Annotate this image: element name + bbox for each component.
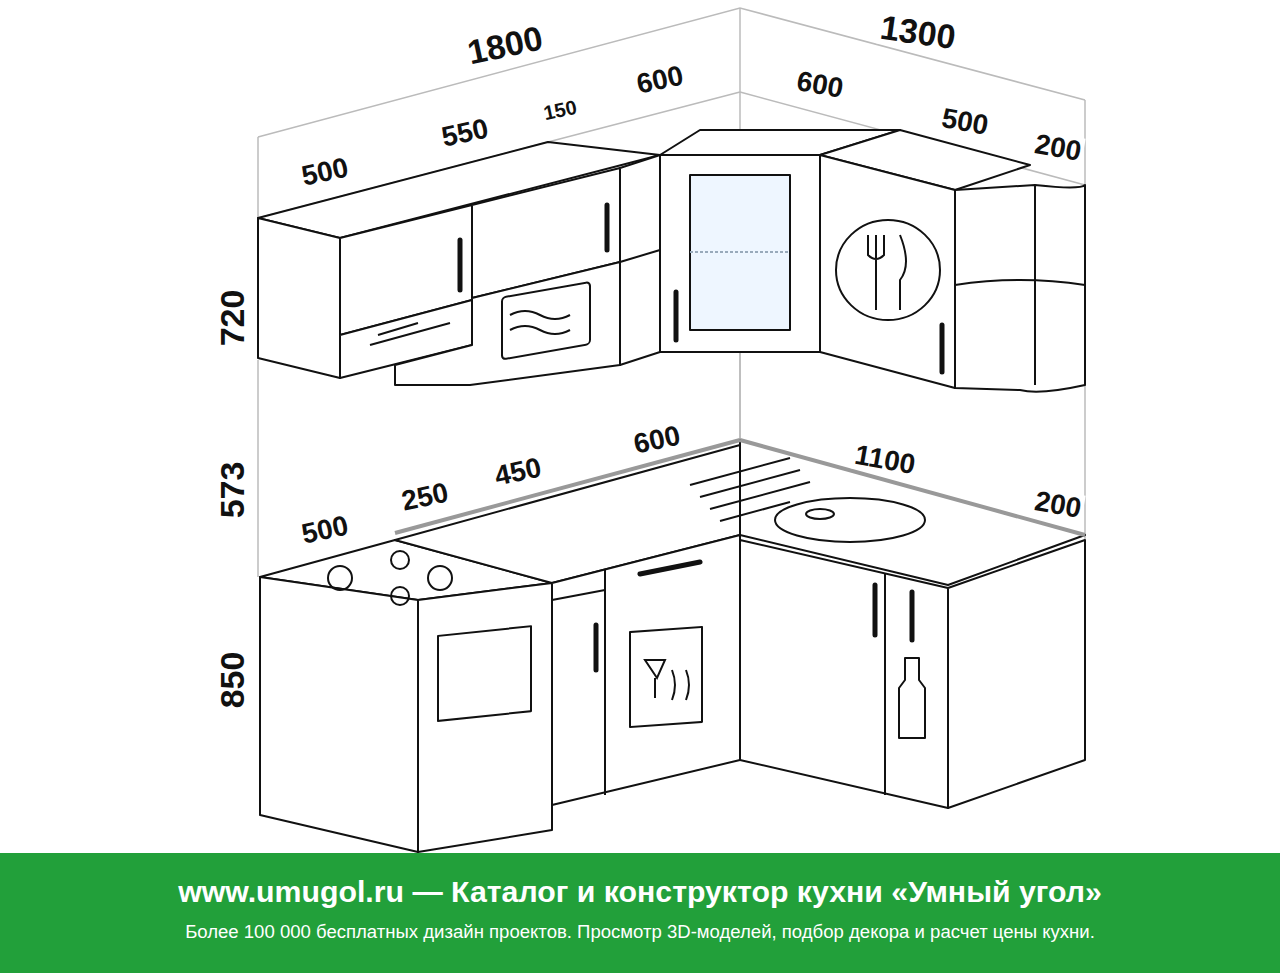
dimension-label: 200: [1031, 130, 1086, 166]
dimension-label: 550: [437, 114, 492, 152]
dimension-label: 500: [297, 153, 352, 191]
dimension-label: 200: [1031, 487, 1086, 523]
dimension-label: 500: [297, 511, 352, 549]
dimension-label: 850: [215, 650, 249, 711]
banner-band: www.umugol.ru — Каталог и конструктор ку…: [0, 853, 1280, 973]
banner-title: www.umugol.ru — Каталог и конструктор ку…: [0, 875, 1280, 909]
dimension-label: 720: [215, 288, 249, 349]
dimension-label: 250: [397, 478, 452, 516]
dimension-label: 150: [540, 96, 581, 123]
dimension-label: 573: [215, 460, 249, 521]
dimension-label: 500: [938, 104, 993, 140]
dimension-label: 450: [490, 453, 545, 491]
banner-subtitle: Более 100 000 бесплатных дизайн проектов…: [0, 921, 1280, 943]
dimension-label: 600: [793, 67, 848, 103]
dimension-label: 600: [632, 61, 687, 99]
dimension-label: 600: [629, 421, 684, 459]
